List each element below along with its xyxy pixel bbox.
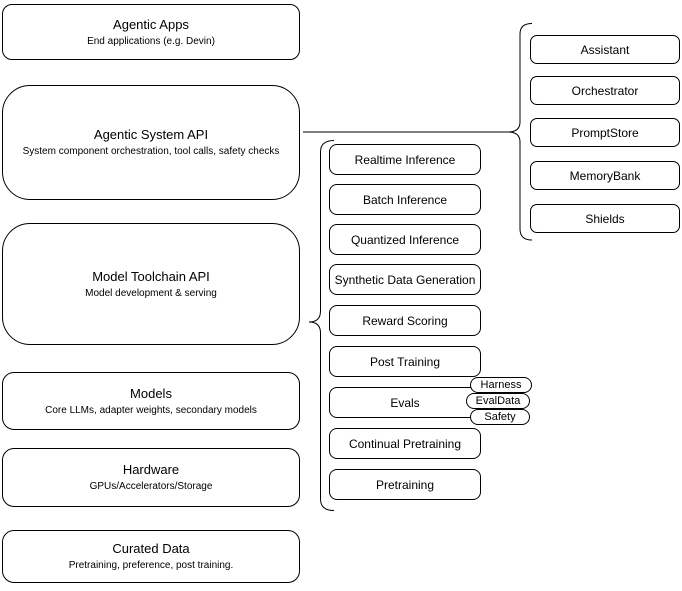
system-components-brace xyxy=(507,23,533,241)
tag-evaldata: EvalData xyxy=(466,393,530,409)
node-label: Orchestrator xyxy=(571,83,639,98)
node-label: Post Training xyxy=(369,354,441,369)
tag-safety: Safety xyxy=(470,409,530,425)
node-label: Reward Scoring xyxy=(362,313,448,328)
node-curated-data: Curated Data Pretraining, preference, po… xyxy=(2,530,300,583)
node-agentic-apps: Agentic Apps End applications (e.g. Devi… xyxy=(2,4,300,60)
node-label: Shields xyxy=(585,211,625,226)
node-batch-inference: Batch Inference xyxy=(329,184,481,215)
node-title: Hardware xyxy=(122,462,180,477)
node-subtitle: Pretraining, preference, post training. xyxy=(68,560,234,571)
node-quantized-inference: Quantized Inference xyxy=(329,224,481,255)
node-label: Batch Inference xyxy=(362,192,448,207)
node-model-toolchain-api: Model Toolchain API Model development & … xyxy=(2,223,300,345)
node-subtitle: System component orchestration, tool cal… xyxy=(22,146,280,157)
node-label: Synthetic Data Generation xyxy=(334,272,476,287)
node-assistant: Assistant xyxy=(530,35,680,64)
node-hardware: Hardware GPUs/Accelerators/Storage xyxy=(2,448,300,507)
node-title: Agentic Apps xyxy=(113,16,189,32)
node-title: Curated Data xyxy=(112,541,190,556)
node-subtitle: Core LLMs, adapter weights, secondary mo… xyxy=(45,404,257,416)
tag-label: Harness xyxy=(480,379,522,391)
tag-harness: Harness xyxy=(470,377,532,393)
node-label: Assistant xyxy=(580,42,630,57)
node-title: Models xyxy=(130,385,172,401)
node-label: Quantized Inference xyxy=(350,232,460,247)
node-title: Agentic System API xyxy=(93,127,209,142)
tag-label: EvalData xyxy=(475,395,521,407)
node-subtitle: End applications (e.g. Devin) xyxy=(87,35,215,47)
node-reward-scoring: Reward Scoring xyxy=(329,305,481,336)
node-label: MemoryBank xyxy=(569,168,641,183)
node-promptstore: PromptStore xyxy=(530,118,680,147)
node-memorybank: MemoryBank xyxy=(530,161,680,190)
node-subtitle: GPUs/Accelerators/Storage xyxy=(89,481,213,492)
node-synthetic-data-generation: Synthetic Data Generation xyxy=(329,264,481,295)
node-agentic-system-api: Agentic System API System component orch… xyxy=(2,85,300,200)
node-continual-pretraining: Continual Pretraining xyxy=(329,428,481,459)
node-post-training: Post Training xyxy=(329,346,481,377)
node-orchestrator: Orchestrator xyxy=(530,76,680,105)
node-shields: Shields xyxy=(530,204,680,233)
node-realtime-inference: Realtime Inference xyxy=(329,144,481,175)
node-evals: Evals xyxy=(329,387,481,418)
node-label: PromptStore xyxy=(571,125,639,140)
node-pretraining: Pretraining xyxy=(329,469,481,500)
node-models: Models Core LLMs, adapter weights, secon… xyxy=(2,372,300,430)
node-label: Pretraining xyxy=(375,477,435,492)
tag-label: Safety xyxy=(484,411,516,423)
node-label: Evals xyxy=(390,395,420,410)
node-label: Realtime Inference xyxy=(354,152,456,167)
node-label: Continual Pretraining xyxy=(348,436,462,451)
node-subtitle: Model development & serving xyxy=(85,287,217,299)
toolchain-brace xyxy=(308,140,335,511)
node-title: Model Toolchain API xyxy=(92,268,210,284)
